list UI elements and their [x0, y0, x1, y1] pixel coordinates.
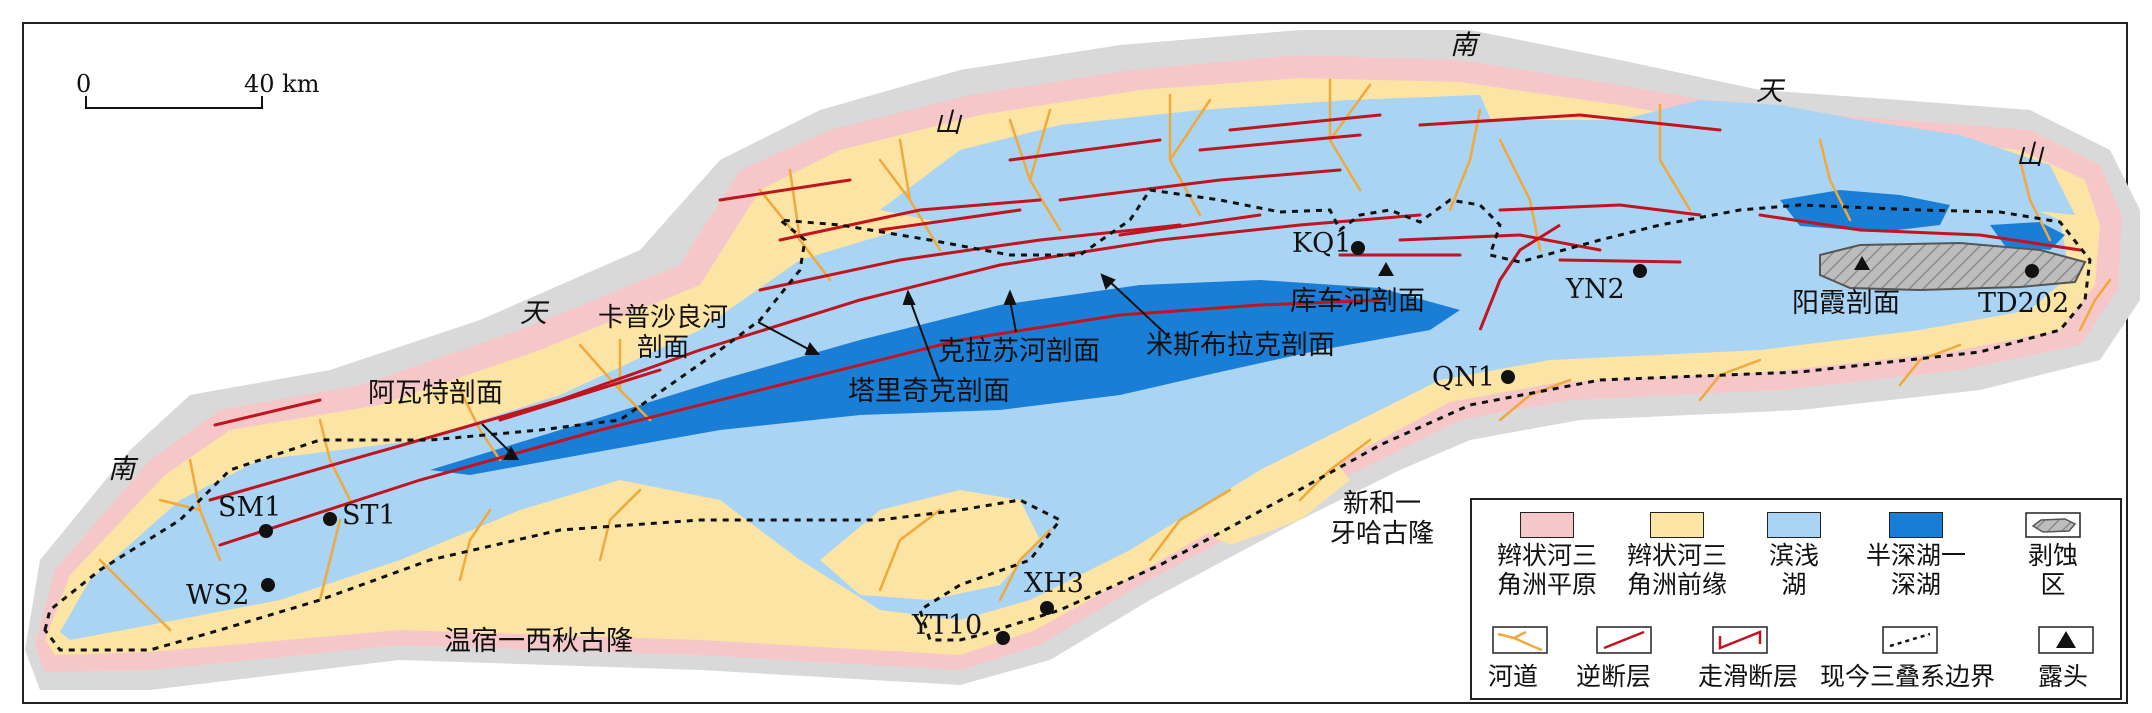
eroded-zone [1819, 241, 2087, 292]
legend-thrust-label: 逆断层 [1576, 662, 1652, 691]
well-label-st1: ST1 [342, 500, 396, 531]
braided-front-south-lobe2 [1180, 455, 1350, 545]
wells [259, 241, 2039, 645]
legend-shore-line2: 湖 [1781, 569, 1807, 599]
legend-swatch-shore-lake [1767, 512, 1821, 538]
section-label-yangxia: 阳霞剖面 [1792, 288, 1900, 319]
xinhe-line1: 新和一 [1343, 489, 1422, 519]
section-label-awate: 阿瓦特剖面 [368, 378, 503, 409]
braided-front-south-lobe [820, 490, 1040, 600]
legend: 辫状河三 角洲平原 辫状河三 角洲前缘 滨浅 湖 半深湖一 深湖 剥蚀 区 河道… [1470, 498, 2122, 700]
legend-channel-symbol [1492, 626, 1548, 654]
legend-deep-line2: 深湖 [1890, 569, 1941, 599]
well-label-ws2: WS2 [186, 580, 250, 611]
legend-braided-plain-line2: 角洲平原 [1496, 569, 1597, 599]
legend-swatch-deep-lake [1889, 512, 1943, 538]
legend-eroded-line1: 剥蚀 [2027, 541, 2078, 570]
mountain-label-tian-east: 天 [1756, 76, 1783, 107]
well-label-kq1: KQ1 [1292, 228, 1352, 259]
mountain-label-nan-west: 南 [108, 454, 135, 485]
legend-eroded: 剥蚀 区 [2008, 512, 2098, 600]
deep-lake-zone-east [1780, 190, 1950, 232]
legend-swatch-braided-plain [1520, 512, 1574, 538]
legend-outcrop-label: 露头 [2038, 662, 2089, 691]
xinhe-line2: 牙哈古隆 [1330, 518, 1435, 549]
section-arrows [481, 273, 1171, 453]
river-channels [98, 78, 2112, 632]
outcrops [503, 256, 1870, 460]
wensu-xiqiu-high-label: 温宿一西秋古隆 [444, 626, 633, 657]
legend-shore-lake: 滨浅 湖 [1754, 512, 1834, 600]
legend-deep-lake: 半深湖一 深湖 [1856, 512, 1976, 600]
legend-swatch-eroded [2025, 512, 2081, 538]
legend-strike-slip-symbol [1712, 626, 1768, 654]
section-label-kelasu: 克拉苏河剖面 [938, 336, 1100, 367]
well-label-xh3: XH3 [1024, 568, 1084, 599]
well-label-td202: TD202 [1978, 288, 2070, 319]
section-label-misibu: 米斯布拉克剖面 [1146, 330, 1335, 361]
well-label-sm1: SM1 [218, 492, 282, 523]
mountain-label-nan-east: 南 [1450, 30, 1477, 61]
legend-deep-line1: 半深湖一 [1865, 541, 1966, 570]
deep-lake-zone-east2 [1990, 222, 2065, 250]
legend-swatch-braided-front [1650, 512, 1704, 538]
legend-outcrop-symbol [2038, 626, 2094, 654]
triassic-boundary [43, 188, 2092, 652]
legend-braided-front-line1: 辫状河三 [1626, 541, 1727, 570]
deep-lake-zone [430, 280, 1460, 475]
well-label-yt10: YT10 [912, 610, 983, 641]
legend-shore-line1: 滨浅 [1768, 541, 1819, 570]
legend-strike-slip-label: 走滑断层 [1698, 662, 1799, 691]
legend-braided-front-line2: 角洲前缘 [1626, 569, 1727, 599]
section-label-kapusha-line2: 剖面 [637, 332, 690, 363]
scale-end: 40 km [244, 70, 320, 98]
mountain-label-tian-west: 天 [520, 298, 547, 329]
section-label-kapusha-line1: 卡普沙良河 [598, 303, 729, 333]
xinhe-yaha-high-label: 新和一 牙哈古隆 [1330, 489, 1435, 550]
legend-channel-label: 河道 [1488, 662, 1539, 691]
legend-braided-plain: 辫状河三 角洲平原 [1492, 512, 1602, 600]
well-label-yn2: YN2 [1566, 274, 1625, 305]
well-label-qn1: QN1 [1432, 362, 1495, 393]
legend-thrust-symbol [1596, 626, 1652, 654]
mountain-label-shan-west: 山 [934, 108, 961, 139]
section-label-kuche: 库车河剖面 [1290, 286, 1425, 317]
legend-braided-front: 辫状河三 角洲前缘 [1622, 512, 1732, 600]
legend-eroded-line2: 区 [2040, 569, 2066, 599]
shore-lake-arm-east [1620, 100, 2075, 215]
mountain-label-shan-east: 山 [2016, 140, 2043, 171]
legend-boundary-label: 现今三叠系边界 [1820, 662, 1996, 691]
legend-braided-plain-line1: 辫状河三 [1496, 541, 1597, 570]
legend-boundary-symbol [1882, 626, 1938, 654]
scale-bar-line [85, 96, 263, 109]
section-label-kapusha: 卡普沙良河 剖面 [598, 303, 729, 364]
strike-slip-fault [1478, 223, 1561, 331]
scale-start: 0 [76, 70, 92, 98]
section-label-talqike: 塔里奇克剖面 [848, 376, 1010, 407]
